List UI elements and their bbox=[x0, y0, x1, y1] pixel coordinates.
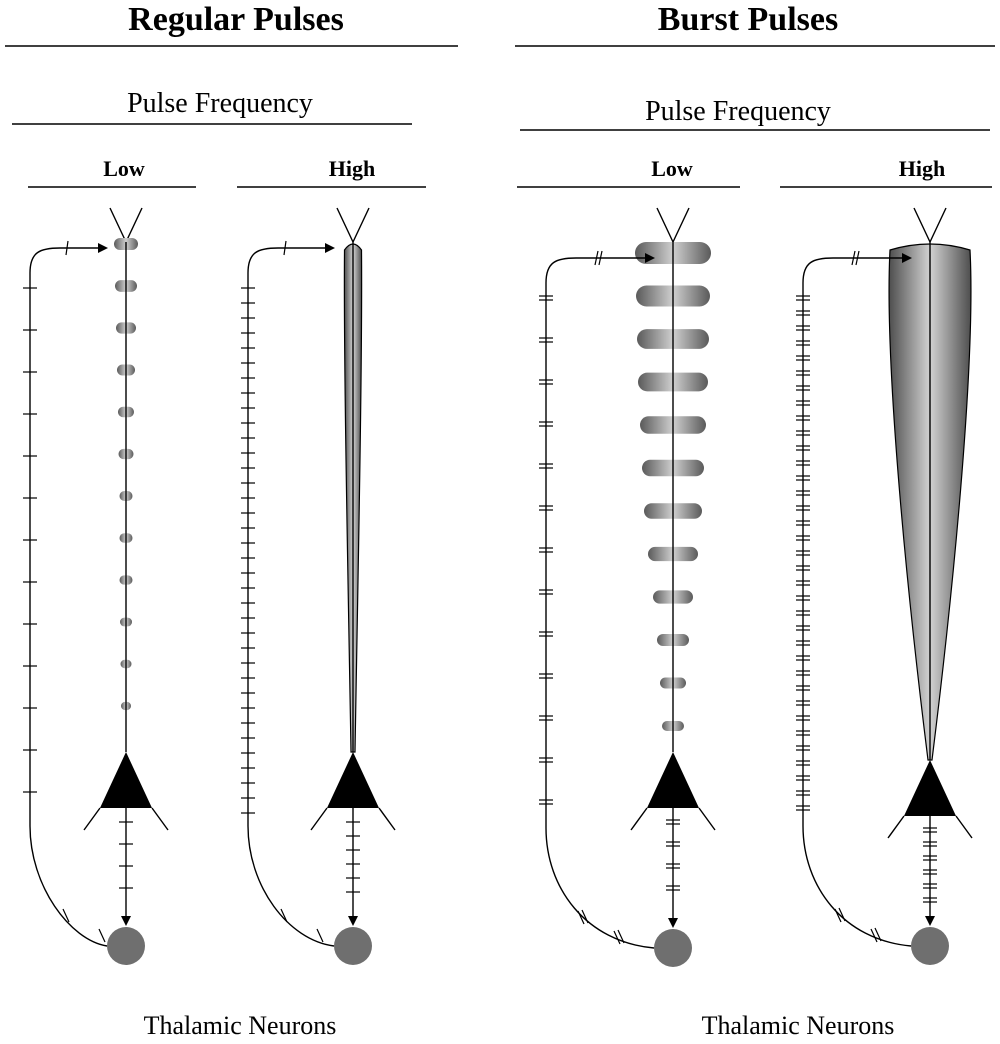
dendrite-left bbox=[109, 207, 127, 243]
feedback-loop bbox=[545, 257, 655, 949]
arrow-right-icon bbox=[902, 253, 912, 263]
feedback-tick bbox=[598, 250, 603, 266]
feedback-loop bbox=[802, 257, 912, 947]
neuron-circuits bbox=[23, 207, 973, 967]
feedback-tick bbox=[855, 250, 860, 266]
footer-thalamic-regular: Thalamic Neurons bbox=[144, 1011, 337, 1040]
feedback-tick bbox=[834, 908, 842, 923]
dendrite-right bbox=[929, 207, 947, 243]
circuit-regular-high bbox=[241, 207, 396, 965]
feedback-tick bbox=[62, 908, 70, 923]
pyramidal-soma bbox=[647, 752, 699, 808]
basal-dendrite-left bbox=[887, 815, 905, 839]
panel-subtitle-regular: Pulse Frequency bbox=[127, 88, 313, 119]
feedback-tick bbox=[838, 907, 846, 922]
circuit-burst-high bbox=[796, 207, 973, 965]
column-label-regular-low: Low bbox=[103, 156, 145, 181]
thalamic-node bbox=[334, 927, 372, 965]
arrow-down-icon bbox=[348, 916, 358, 926]
panel-title-regular: Regular Pulses bbox=[128, 1, 344, 38]
panel-subtitle-burst: Pulse Frequency bbox=[645, 96, 831, 127]
thalamic-node bbox=[911, 927, 949, 965]
dendrite-right bbox=[125, 207, 143, 243]
pyramidal-soma bbox=[100, 752, 152, 808]
basal-dendrite-left bbox=[630, 807, 648, 831]
feedback-tick bbox=[870, 928, 878, 943]
arrow-down-icon bbox=[121, 916, 131, 926]
basal-dendrite-right bbox=[698, 807, 716, 831]
basal-dendrite-left bbox=[83, 807, 101, 831]
dendrite-left bbox=[336, 207, 354, 243]
circuit-regular-low bbox=[23, 207, 169, 965]
column-label-burst-high: High bbox=[899, 156, 945, 181]
basal-dendrite-right bbox=[955, 815, 973, 839]
feedback-tick bbox=[613, 930, 621, 945]
arrow-down-icon bbox=[668, 918, 678, 928]
feedback-loop bbox=[29, 247, 108, 947]
column-label-burst-low: Low bbox=[651, 156, 693, 181]
feedback-tick bbox=[316, 928, 324, 943]
thalamic-node bbox=[654, 929, 692, 967]
dendrite-right bbox=[672, 207, 690, 243]
feedback-tick bbox=[65, 240, 69, 256]
dendrite-left bbox=[913, 207, 931, 243]
feedback-tick bbox=[851, 250, 856, 266]
feedback-tick bbox=[594, 250, 599, 266]
arrow-right-icon bbox=[645, 253, 655, 263]
feedback-loop bbox=[247, 247, 335, 947]
pyramidal-soma bbox=[904, 760, 956, 816]
feedback-tick bbox=[617, 929, 625, 944]
column-label-regular-high: High bbox=[329, 156, 375, 181]
feedback-tick bbox=[283, 240, 287, 256]
feedback-tick bbox=[98, 928, 106, 943]
basal-dendrite-right bbox=[378, 807, 396, 831]
dendrite-left bbox=[656, 207, 674, 243]
dendrite-right bbox=[352, 207, 370, 243]
arrow-right-icon bbox=[325, 243, 335, 253]
basal-dendrite-right bbox=[151, 807, 169, 831]
feedback-tick bbox=[874, 927, 882, 942]
thalamic-node bbox=[107, 927, 145, 965]
footer-thalamic-burst: Thalamic Neurons bbox=[702, 1011, 895, 1040]
arrow-down-icon bbox=[925, 916, 935, 926]
panel-title-burst: Burst Pulses bbox=[658, 1, 838, 38]
circuit-burst-low bbox=[539, 207, 716, 967]
pyramidal-soma bbox=[327, 752, 379, 808]
feedback-tick bbox=[280, 908, 288, 923]
feedback-tick bbox=[581, 909, 589, 924]
arrow-right-icon bbox=[98, 243, 108, 253]
feedback-tick bbox=[577, 910, 585, 925]
basal-dendrite-left bbox=[310, 807, 328, 831]
